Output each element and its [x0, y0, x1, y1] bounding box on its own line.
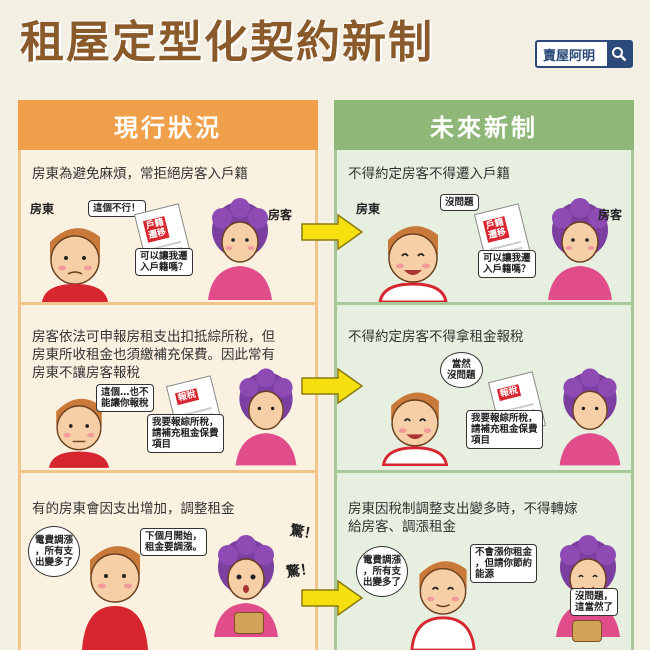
- landlord-speech-bubble: 這個…也不 能讓你報稅: [96, 384, 154, 412]
- tenant-speech-bubble: 可以讓我遷 入戶籍嗎？: [135, 248, 193, 276]
- tenant-figure: [559, 368, 621, 466]
- row-divider: [21, 302, 315, 305]
- arrow-right-icon: [301, 213, 364, 251]
- landlord-thought-bubble: 電費調漲 ，所有支 出變多了: [28, 526, 81, 577]
- landlord-figure: [381, 392, 449, 466]
- row3-current-caption: 有的房東會因支出增加，調整租金: [32, 501, 235, 517]
- landlord-figure: [48, 398, 110, 468]
- row3-new-caption: 房東因稅制調整支出變多時，不得轉嫁 給房客、調漲租金: [348, 501, 578, 535]
- landlord-figure: [82, 546, 148, 650]
- tenant-speech-bubble: 沒問題， 這當然了: [570, 588, 619, 616]
- tenant-figure: [208, 198, 272, 300]
- purse-icon: [234, 612, 264, 634]
- purse-icon: [572, 620, 602, 642]
- landlord-speech-bubble: 下個月開始， 租金要調漲。: [140, 528, 208, 556]
- tenant-speech-bubble: 我要報綜所稅， 請補充租金保費 項目: [147, 414, 224, 453]
- landlord-speech-bubble: 當然 沒問題: [440, 352, 483, 388]
- arrow-right-icon: [301, 579, 364, 617]
- landlord-figure: [378, 226, 448, 302]
- landlord-thought-bubble: 電費調漲 ，所有支 出變多了: [356, 546, 409, 597]
- row2-current-caption: 房客依法可申報房租支出扣抵綜所稅，但 房東所收租金也須繳補充保費。因此常有 房東…: [32, 329, 275, 381]
- tenant-figure: [548, 198, 612, 300]
- row-divider: [337, 302, 631, 305]
- tenant-label: 房客: [268, 208, 293, 222]
- tenant-label: 房客: [598, 208, 623, 222]
- document-tag: 戶籍 遷移: [482, 216, 510, 243]
- tenant-speech-bubble: 我要報綜所稅， 請補充租金保費 項目: [466, 410, 543, 449]
- search-badge-label: 賣屋阿明: [543, 48, 596, 64]
- new-rules-header: 未來新制: [334, 100, 634, 150]
- arrow-right-icon: [301, 367, 364, 405]
- tenant-figure: [235, 368, 297, 466]
- row-divider: [21, 470, 315, 473]
- row2-new-caption: 不得約定房客不得拿租金報稅: [348, 329, 524, 345]
- tenant-speech-bubble: 可以讓我遷 入戶籍嗎？: [478, 250, 536, 278]
- search-icon[interactable]: [607, 42, 631, 66]
- document-tag: 報稅: [174, 388, 200, 406]
- landlord-label: 房東: [30, 202, 55, 216]
- row-divider: [337, 470, 631, 473]
- row1-current-caption: 房東為避免麻煩，常拒絕房客入戶籍: [32, 166, 248, 182]
- search-badge[interactable]: 賣屋阿明: [535, 40, 633, 68]
- landlord-figure: [42, 228, 108, 302]
- landlord-speech-bubble: 沒問題: [440, 194, 479, 211]
- current-status-header: 現行狀況: [18, 100, 318, 150]
- landlord-speech-bubble: 不會漲你租金 ，但請你節約 能源: [470, 544, 538, 583]
- landlord-figure: [410, 561, 476, 650]
- row1-new-caption: 不得約定房客不得遷入戶籍: [348, 166, 510, 182]
- document-tag: 報稅: [496, 384, 522, 402]
- page-title: 租屋定型化契約新制: [20, 17, 434, 68]
- landlord-label: 房東: [356, 202, 381, 216]
- document-tag: 戶籍 遷移: [142, 216, 170, 243]
- landlord-speech-bubble: 這個不行！: [88, 200, 146, 217]
